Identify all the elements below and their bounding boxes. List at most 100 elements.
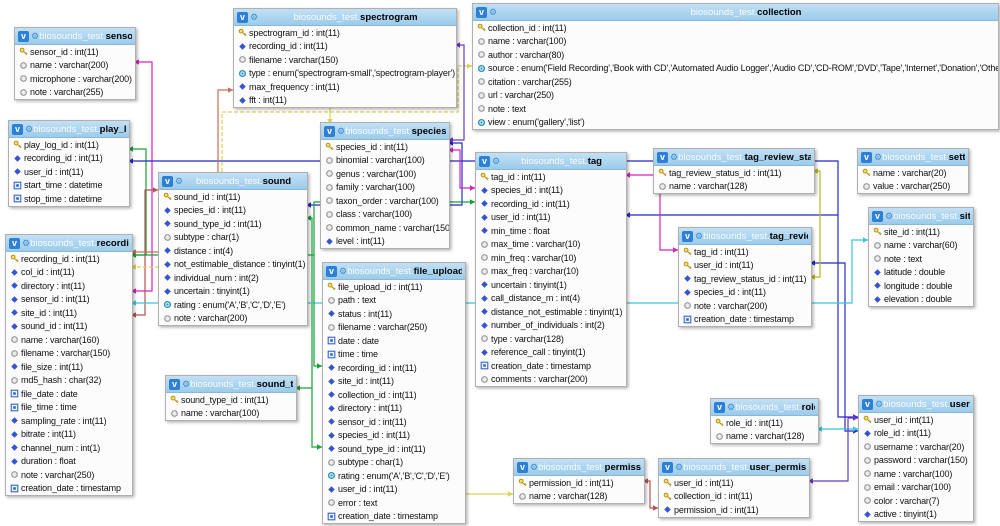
table-header-tag[interactable]: v⚙biosounds_test.tag bbox=[476, 153, 626, 170]
field-tag-review-status-id[interactable]: tag_review_status_id : int(11) bbox=[679, 272, 811, 286]
field-citation[interactable]: citation : varchar(255) bbox=[473, 75, 998, 89]
field-not-estimable-distance[interactable]: not_estimable_distance : tinyint(1) bbox=[159, 258, 307, 272]
field-collection-id[interactable]: collection_id : int(11) bbox=[473, 21, 998, 35]
field-filename[interactable]: filename : varchar(150) bbox=[234, 53, 456, 67]
field-family[interactable]: family : varchar(100) bbox=[321, 181, 449, 195]
table-header-play_log[interactable]: v⚙biosounds_test.play_log bbox=[9, 121, 129, 138]
field-name[interactable]: name : varchar(100) bbox=[859, 467, 973, 481]
field-user-id[interactable]: user_id : int(11) bbox=[476, 211, 626, 225]
table-recording[interactable]: v⚙biosounds_test.recordingrecording_id :… bbox=[5, 234, 133, 496]
field-collection-id[interactable]: collection_id : int(11) bbox=[323, 388, 465, 402]
field-call-distance-m[interactable]: call_distance_m : int(4) bbox=[476, 292, 626, 306]
field-user-id[interactable]: user_id : int(11) bbox=[859, 413, 973, 427]
field-email[interactable]: email : varchar(100) bbox=[859, 481, 973, 495]
field-subtype[interactable]: subtype : char(1) bbox=[323, 456, 465, 470]
field-tag-id[interactable]: tag_id : int(11) bbox=[679, 245, 811, 259]
field-duration[interactable]: duration : float bbox=[6, 455, 132, 469]
table-tag_review[interactable]: v⚙biosounds_test.tag_reviewtag_id : int(… bbox=[678, 227, 812, 327]
table-user_permission[interactable]: v⚙biosounds_test.user_permissionuser_id … bbox=[658, 458, 810, 518]
table-tag_review_status[interactable]: v⚙biosounds_test.tag_review_statustag_re… bbox=[653, 148, 815, 194]
field-site-id[interactable]: site_id : int(11) bbox=[6, 306, 132, 320]
field-min-freq[interactable]: min_freq : varchar(10) bbox=[476, 251, 626, 265]
field-recording-id[interactable]: recording_id : int(11) bbox=[323, 361, 465, 375]
field-spectrogram-id[interactable]: spectrogram_id : int(11) bbox=[234, 26, 456, 40]
field-species-id[interactable]: species_id : int(11) bbox=[476, 184, 626, 198]
field-species-id[interactable]: species_id : int(11) bbox=[323, 429, 465, 443]
table-header-setting[interactable]: v⚙biosounds_test.setting bbox=[858, 149, 968, 166]
table-header-species[interactable]: v⚙biosounds_test.species bbox=[321, 123, 449, 140]
field-creation-date[interactable]: creation_date : timestamp bbox=[6, 482, 132, 496]
field-sensor-id[interactable]: sensor_id : int(11) bbox=[323, 415, 465, 429]
field-note[interactable]: note : varchar(250) bbox=[6, 468, 132, 482]
table-header-site[interactable]: v⚙biosounds_test.site bbox=[869, 208, 973, 225]
field-name[interactable]: name : varchar(20) bbox=[858, 166, 968, 180]
field-permission-id[interactable]: permission_id : int(11) bbox=[514, 476, 644, 490]
field-max-frequency[interactable]: max_frequency : int(11) bbox=[234, 80, 456, 94]
field-time[interactable]: time : time bbox=[323, 348, 465, 362]
field-name[interactable]: name : varchar(160) bbox=[6, 333, 132, 347]
field-active[interactable]: active : tinyint(1) bbox=[859, 508, 973, 522]
field-file-size[interactable]: file_size : int(11) bbox=[6, 360, 132, 374]
field-file-time[interactable]: file_time : time bbox=[6, 401, 132, 415]
field-genus[interactable]: genus : varchar(100) bbox=[321, 167, 449, 181]
field-collection-id[interactable]: collection_id : int(11) bbox=[659, 490, 809, 504]
table-header-file_upload[interactable]: v⚙biosounds_test.file_upload bbox=[323, 263, 465, 280]
field-creation-date[interactable]: creation_date : timestamp bbox=[679, 313, 811, 327]
field-sound-id[interactable]: sound_id : int(11) bbox=[6, 320, 132, 334]
field-filename[interactable]: filename : varchar(250) bbox=[323, 321, 465, 335]
table-header-user[interactable]: v⚙biosounds_test.user bbox=[859, 396, 973, 413]
field-play-log-id[interactable]: play_log_id : int(11) bbox=[9, 138, 129, 152]
field-file-date[interactable]: file_date : date bbox=[6, 387, 132, 401]
field-user-id[interactable]: user_id : int(11) bbox=[679, 259, 811, 273]
field-name[interactable]: name : varchar(60) bbox=[869, 239, 973, 253]
field-longitude[interactable]: longitude : double bbox=[869, 279, 973, 293]
field-stop-time[interactable]: stop_time : datetime bbox=[9, 192, 129, 206]
field-number-of-individuals[interactable]: number_of_individuals : int(2) bbox=[476, 319, 626, 333]
table-sound_type[interactable]: v⚙biosounds_test.sound_typesound_type_id… bbox=[165, 375, 297, 421]
field-level[interactable]: level : int(11) bbox=[321, 235, 449, 249]
field-uncertain[interactable]: uncertain : tinyint(1) bbox=[476, 278, 626, 292]
field-permission-id[interactable]: permission_id : int(11) bbox=[659, 503, 809, 517]
field-name[interactable]: name : varchar(128) bbox=[711, 430, 818, 444]
field-uncertain[interactable]: uncertain : tinyint(1) bbox=[159, 285, 307, 299]
field-sensor-id[interactable]: sensor_id : int(11) bbox=[15, 45, 135, 59]
field-date[interactable]: date : date bbox=[323, 334, 465, 348]
field-error[interactable]: error : text bbox=[323, 496, 465, 510]
field-reference-call[interactable]: reference_call : tinyint(1) bbox=[476, 346, 626, 360]
field-tag-id[interactable]: tag_id : int(11) bbox=[476, 170, 626, 184]
field-sound-id[interactable]: sound_id : int(11) bbox=[159, 190, 307, 204]
field-author[interactable]: author : varchar(80) bbox=[473, 48, 998, 62]
field-view[interactable]: view : enum('gallery','list') bbox=[473, 116, 998, 130]
field-url[interactable]: url : varchar(250) bbox=[473, 89, 998, 103]
field-binomial[interactable]: binomial : varchar(100) bbox=[321, 154, 449, 168]
field-individual-num[interactable]: individual_num : int(2) bbox=[159, 271, 307, 285]
field-type[interactable]: type : varchar(128) bbox=[476, 332, 626, 346]
field-name[interactable]: name : varchar(100) bbox=[473, 35, 998, 49]
field-max-freq[interactable]: max_freq : varchar(10) bbox=[476, 265, 626, 279]
field-bitrate[interactable]: bitrate : int(11) bbox=[6, 428, 132, 442]
field-fft[interactable]: fft : int(11) bbox=[234, 94, 456, 108]
field-elevation[interactable]: elevation : double bbox=[869, 293, 973, 307]
field-site-id[interactable]: site_id : int(11) bbox=[323, 375, 465, 389]
field-role-id[interactable]: role_id : int(11) bbox=[711, 416, 818, 430]
field-password[interactable]: password : varchar(150) bbox=[859, 454, 973, 468]
field-recording-id[interactable]: recording_id : int(11) bbox=[476, 197, 626, 211]
field-name[interactable]: name : varchar(128) bbox=[514, 490, 644, 504]
table-setting[interactable]: v⚙biosounds_test.settingname : varchar(2… bbox=[857, 148, 969, 194]
table-play_log[interactable]: v⚙biosounds_test.play_logplay_log_id : i… bbox=[8, 120, 130, 207]
field-class[interactable]: class : varchar(100) bbox=[321, 208, 449, 222]
field-sound-type-id[interactable]: sound_type_id : int(11) bbox=[159, 217, 307, 231]
field-species-id[interactable]: species_id : int(11) bbox=[679, 286, 811, 300]
field-file-upload-id[interactable]: file_upload_id : int(11) bbox=[323, 280, 465, 294]
field-recording-id[interactable]: recording_id : int(11) bbox=[6, 252, 132, 266]
field-source[interactable]: source : enum('Field Recording','Book wi… bbox=[473, 62, 998, 76]
field-color[interactable]: color : varchar(7) bbox=[859, 494, 973, 508]
field-col-id[interactable]: col_id : int(11) bbox=[6, 266, 132, 280]
table-header-user_permission[interactable]: v⚙biosounds_test.user_permission bbox=[659, 459, 809, 476]
field-filename[interactable]: filename : varchar(150) bbox=[6, 347, 132, 361]
table-header-sound[interactable]: v⚙biosounds_test.sound bbox=[159, 173, 307, 190]
